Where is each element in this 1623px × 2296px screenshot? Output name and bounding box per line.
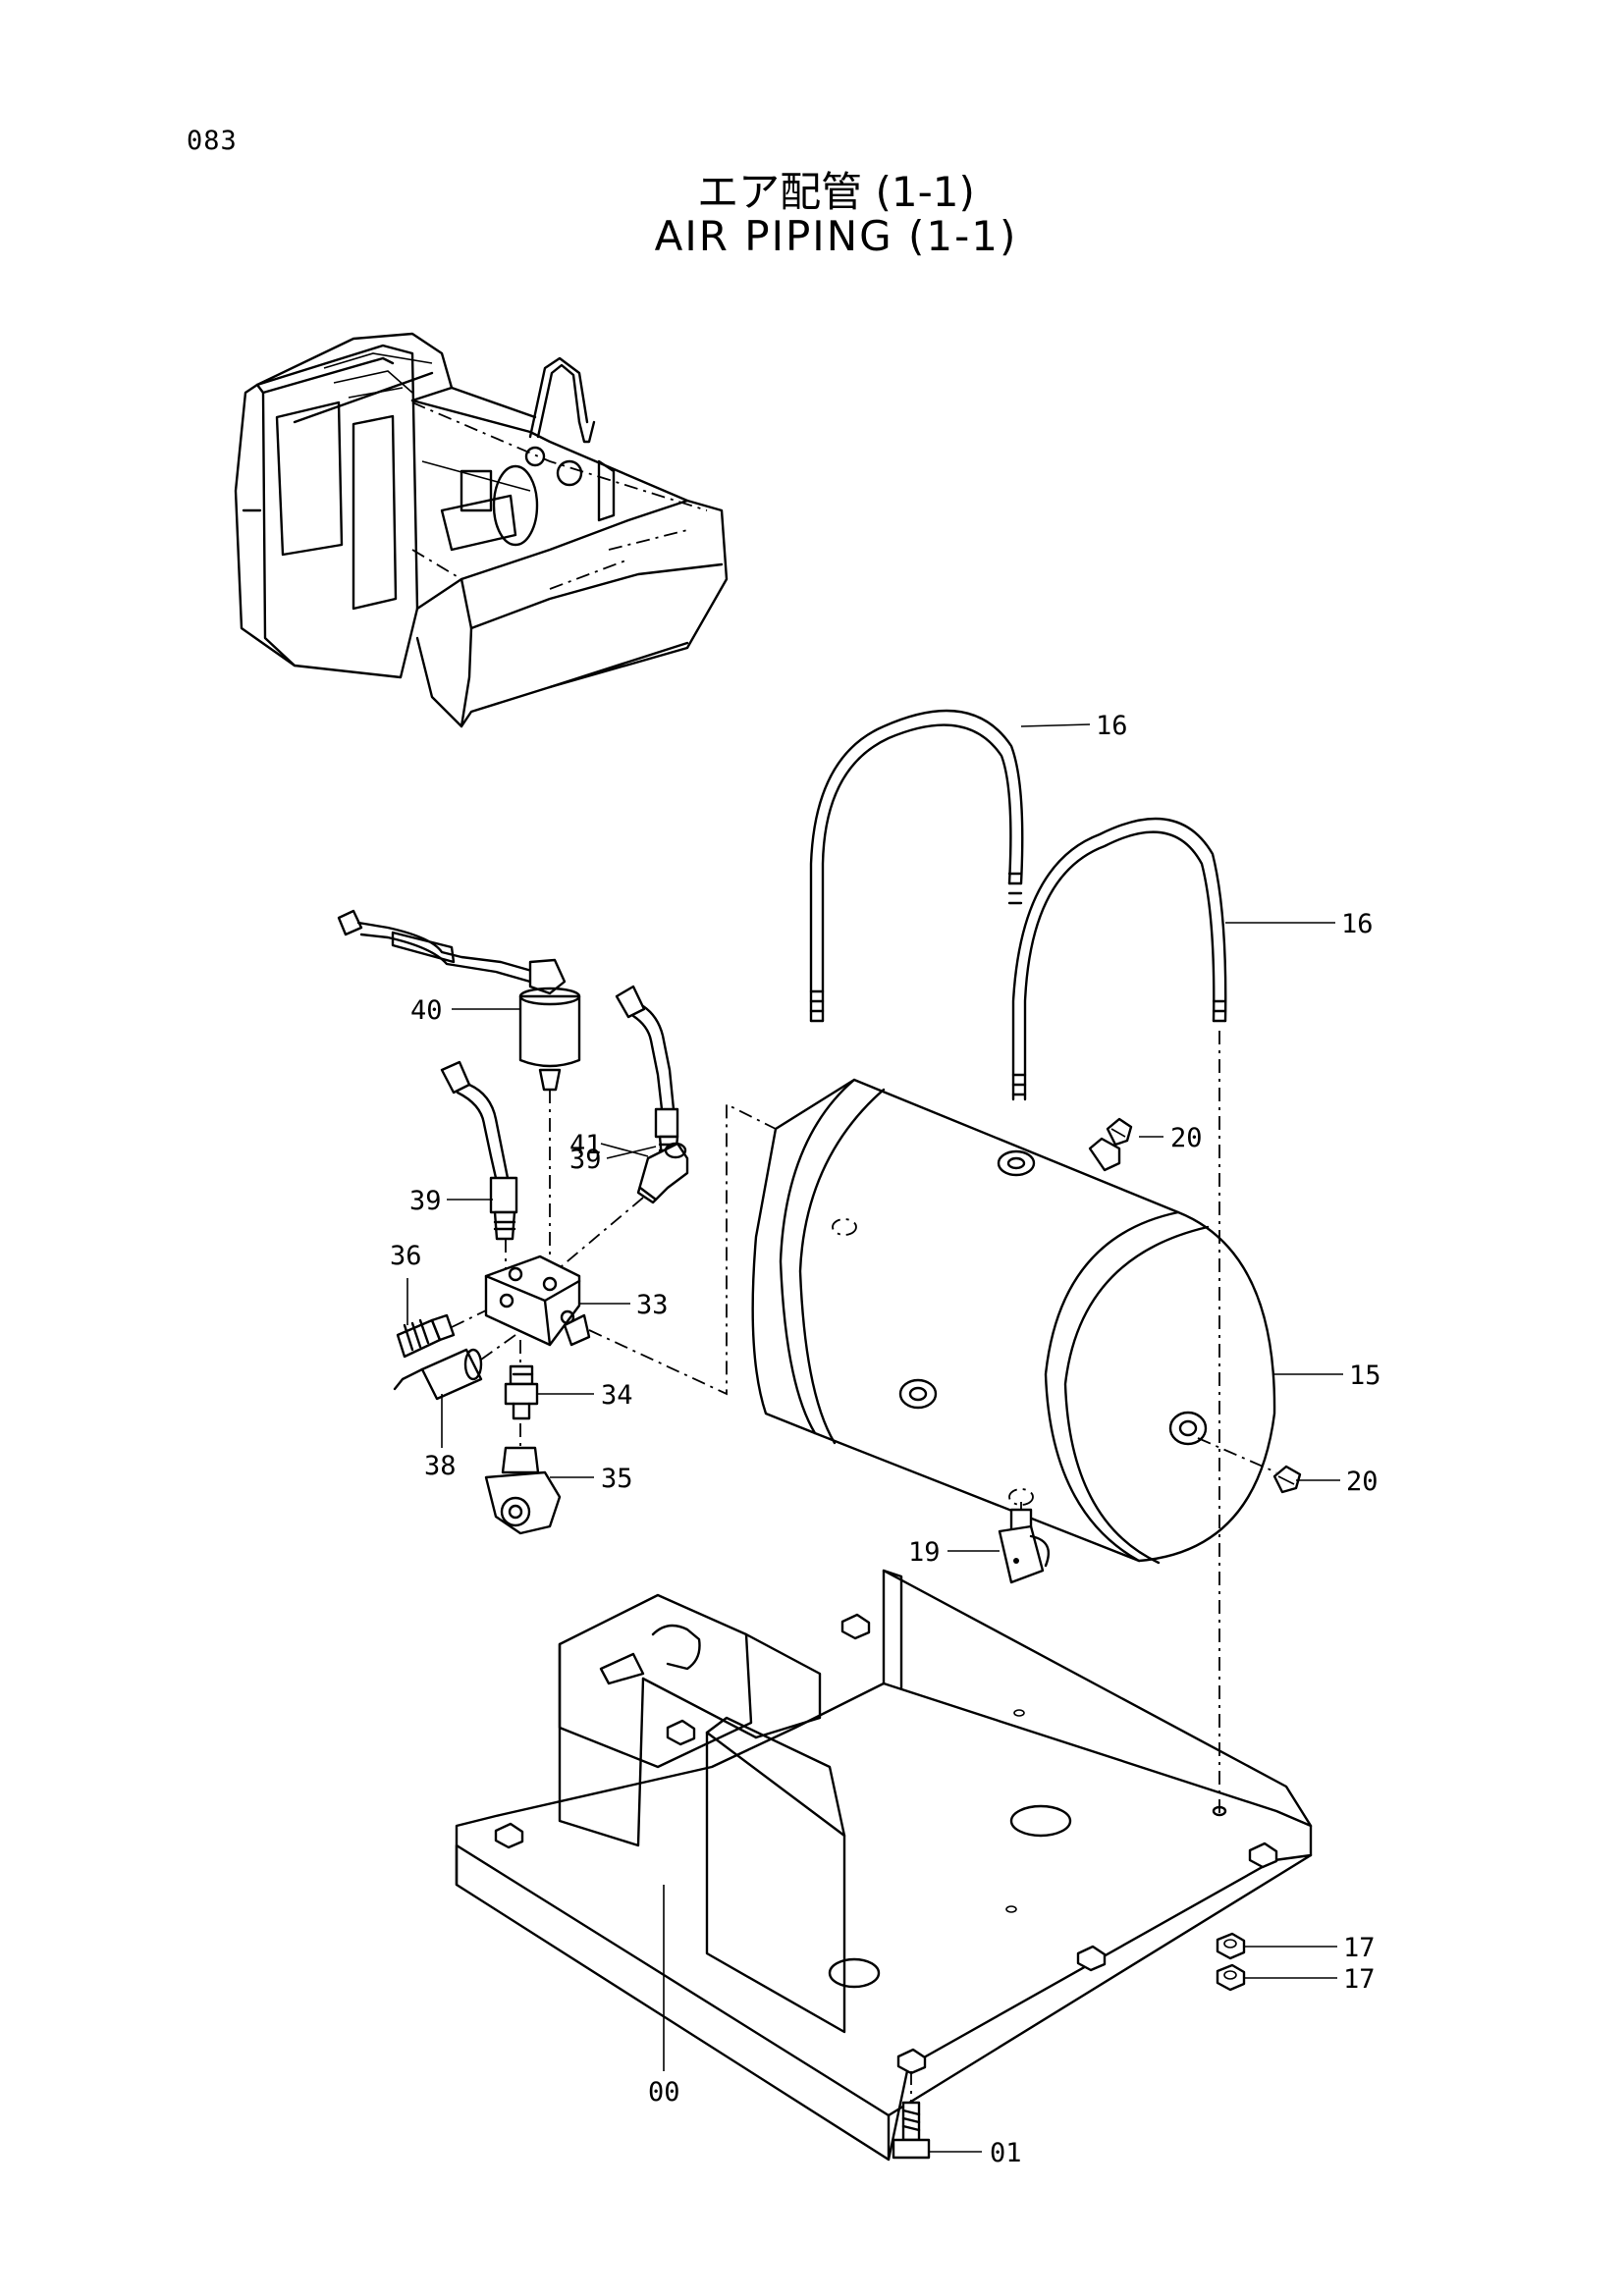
drain-valve <box>998 1502 1051 1584</box>
callout-17-upper: 17 <box>1343 1933 1376 1963</box>
pressure-sensor-40 <box>337 909 581 1092</box>
callout-35: 35 <box>601 1464 633 1494</box>
callout-41: 41 <box>569 1130 602 1160</box>
callout-39-left: 39 <box>409 1186 442 1216</box>
callout-36: 36 <box>390 1241 422 1271</box>
callout-19: 19 <box>908 1537 941 1568</box>
manifold-to-tank-line <box>588 1102 777 1396</box>
nipple-34 <box>504 1340 539 1420</box>
callout-16-front: 16 <box>1341 909 1374 939</box>
page-title-english: AIR PIPING (1-1) <box>654 212 1018 260</box>
fitting-36 <box>396 1309 487 1359</box>
bolt-01 <box>892 2071 931 2160</box>
callout-33: 33 <box>636 1290 669 1320</box>
callout-17-lower: 17 <box>1343 1964 1376 1995</box>
manifold-block-33 <box>484 1255 591 1347</box>
elbow-41-line <box>549 1197 644 1277</box>
page-title-japanese: エア配管 (1-1) <box>697 168 975 216</box>
nut-17-upper <box>1216 1932 1246 1960</box>
callout-38: 38 <box>424 1451 457 1481</box>
callout-34: 34 <box>601 1380 633 1411</box>
base-plate <box>455 1569 1313 2162</box>
hose-16-rear <box>809 709 1024 1023</box>
excavator-overview <box>234 332 729 728</box>
callout-20-top: 20 <box>1170 1123 1203 1153</box>
elbow-fitting-41 <box>636 1142 689 1204</box>
pressure-switch-39-left <box>440 1060 518 1241</box>
plug-20-end <box>1197 1437 1302 1494</box>
callout-39-right: 39 <box>569 1145 602 1175</box>
callout-15: 15 <box>1349 1361 1381 1391</box>
callout-40: 40 <box>410 995 443 1026</box>
callout-20-end: 20 <box>1346 1467 1379 1497</box>
callout-16-rear: 16 <box>1096 711 1128 741</box>
check-valve-35 <box>484 1423 562 1535</box>
pressure-switch-39-right <box>615 985 679 1160</box>
nut-17-lower <box>1216 1963 1246 1992</box>
page-number: 083 <box>187 126 238 156</box>
leader-lines <box>406 723 1343 2153</box>
callouts: 16 16 40 39 39 41 20 36 33 15 34 38 35 2… <box>390 711 1381 2168</box>
plug-20-top <box>1106 1117 1133 1147</box>
callout-00: 00 <box>648 2077 680 2108</box>
hose-16-front <box>1011 817 1227 1101</box>
callout-01: 01 <box>990 2138 1022 2168</box>
sensor-38 <box>393 1334 516 1401</box>
air-tank <box>751 1078 1276 1565</box>
